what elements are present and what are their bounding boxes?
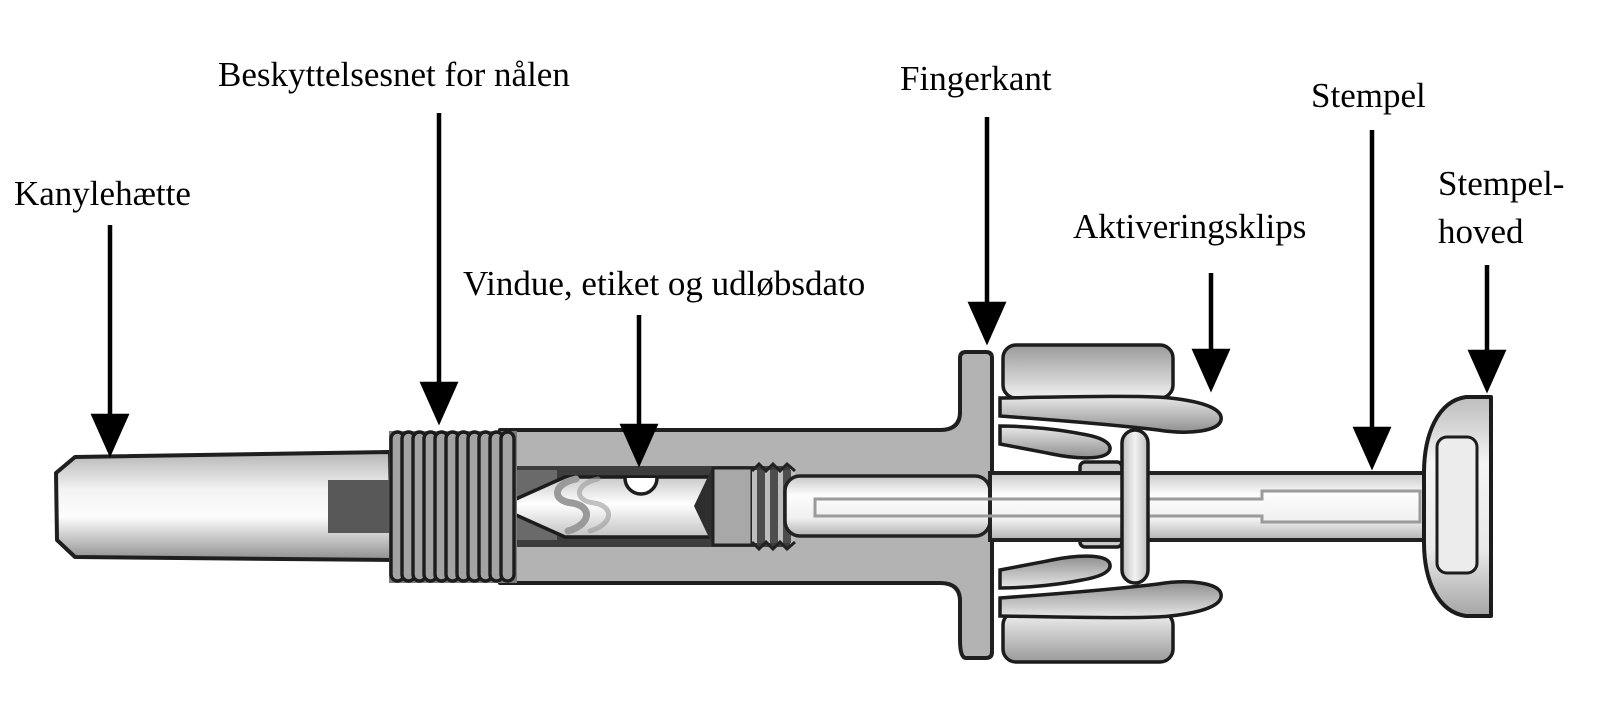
arrow-needle-cap [90,225,130,458]
label-needle-net: Beskyttelsesnet for nålen [218,55,570,94]
arrow-activation-clip [1191,273,1231,393]
dark-wedge [694,466,713,546]
clip-center-bar [1120,428,1150,585]
window-notch [623,477,659,496]
stopper [711,466,754,547]
plunger-head-inset [1435,435,1479,575]
needle-protective-net [389,430,517,583]
rod-inner-detail [813,489,1422,524]
clip-bottom-block [1001,610,1175,664]
plunger-rod [783,471,1432,542]
label-window: Vindue, etiket og udløbsdato [463,264,866,303]
label-plunger-head: Stempel- hoved [1438,160,1564,256]
annotation-arrows [90,113,1507,471]
label-needle-cap: Kanylehætte [14,174,191,213]
arrow-window [619,315,659,468]
clip-arm-lower-short [998,554,1112,590]
arrow-needle-net [419,113,459,426]
clip-arm-upper-long [998,394,1223,434]
arrow-plunger-head [1467,265,1507,394]
label-plunger-head-line1: Stempel- [1438,164,1565,203]
label-plunger-head-line2: hoved [1438,212,1524,251]
spring-clip-detail-2 [577,476,611,534]
clip-arm-lower-long [998,580,1223,620]
label-activation-clip: Aktiveringsklips [1073,207,1307,246]
clip-top-block [1001,343,1175,400]
label-plunger: Stempel [1311,76,1426,115]
spring-clip-detail [554,475,590,535]
inspection-window [495,461,796,552]
label-finger-flange: Fingerkant [900,59,1052,98]
arrow-finger-flange [967,117,1007,346]
clip-arm-upper-short [998,424,1112,460]
arrow-plunger [1352,130,1392,471]
plunger-head-shape [1422,395,1493,618]
